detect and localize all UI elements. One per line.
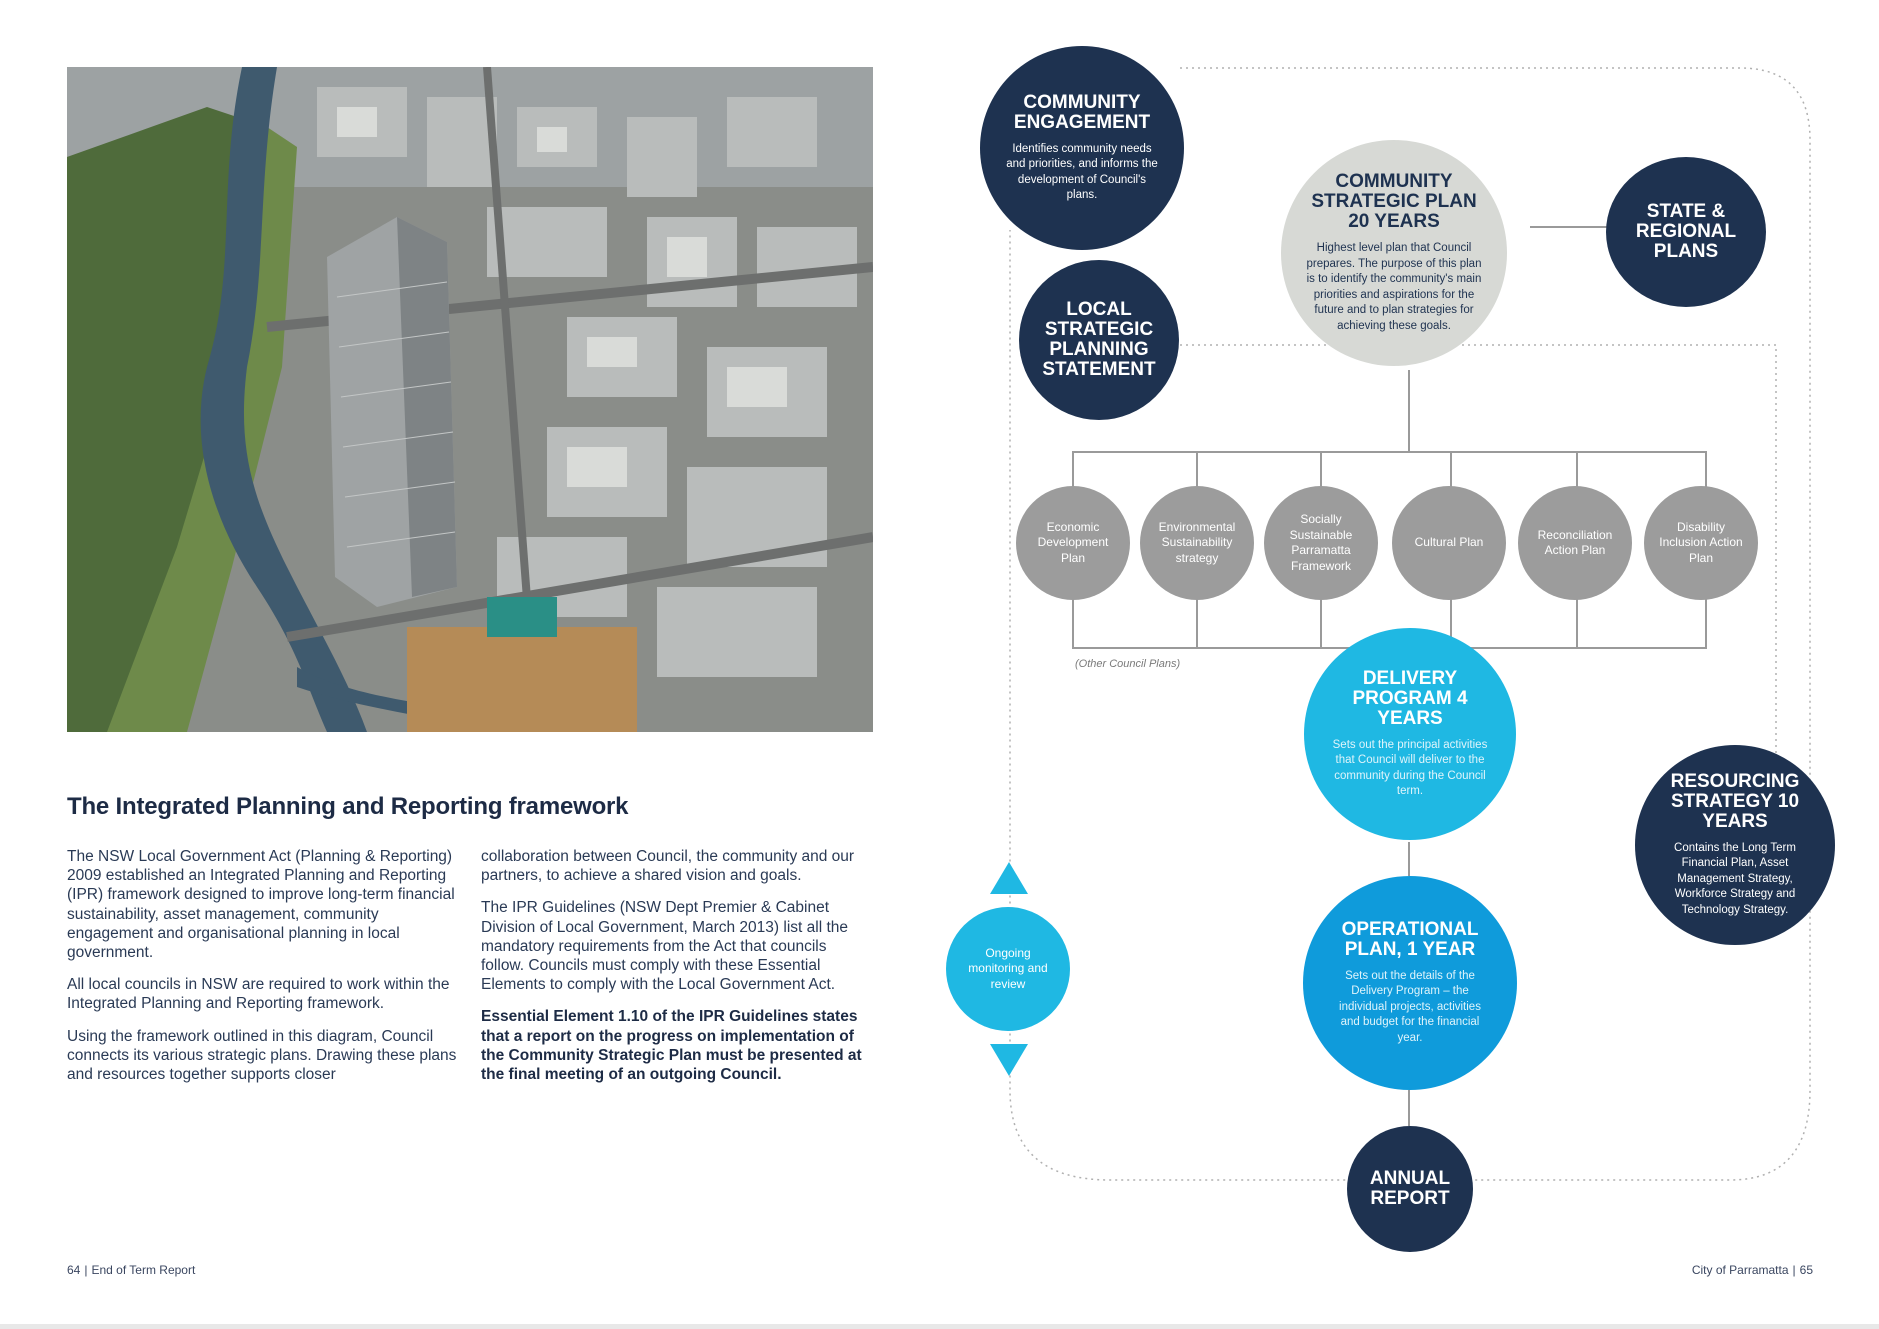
operational-plan-title: OPERATIONAL PLAN, 1 YEAR — [1341, 918, 1479, 960]
plan-label: Disability Inclusion Action Plan — [1659, 519, 1743, 565]
aerial-city-photo — [67, 67, 873, 732]
arrow-down-icon — [990, 1044, 1028, 1076]
article-heading: The Integrated Planning and Reporting fr… — [67, 793, 629, 820]
paragraph: collaboration between Council, the commu… — [481, 848, 855, 885]
operational-plan-desc: Sets out the details of the Delivery Pro… — [1339, 969, 1481, 1044]
other-council-plans-label: (Other Council Plans) — [1075, 658, 1181, 670]
delivery-program-circle: DELIVERY PROGRAM 4 YEARS Sets out the pr… — [1304, 628, 1516, 840]
report-title: End of Term Report — [91, 1263, 196, 1277]
local-strategic-planning-circle: LOCAL STRATEGIC PLANNING STATEMENT — [1019, 260, 1179, 420]
resourcing-strategy-circle: RESOURCING STRATEGY 10 YEARS Contains th… — [1635, 745, 1835, 945]
resourcing-strategy-title: RESOURCING STRATEGY 10 YEARS — [1670, 770, 1800, 832]
plan-label: Socially Sustainable Parramatta Framewor… — [1289, 512, 1353, 573]
delivery-program-desc: Sets out the principal activities that C… — [1332, 738, 1488, 798]
plan-socially-sustainable: Socially Sustainable Parramatta Framewor… — [1264, 486, 1378, 600]
local-strategic-planning-title: LOCAL STRATEGIC PLANNING STATEMENT — [1042, 299, 1156, 380]
paragraph: Using the framework outlined in this dia… — [67, 1027, 457, 1084]
aerial-city-illustration — [67, 67, 873, 732]
article-column-left: The NSW Local Government Act (Planning &… — [67, 847, 457, 1097]
page-number: 65 — [1799, 1263, 1813, 1277]
state-regional-plans-title: STATE & REGIONAL PLANS — [1635, 201, 1737, 262]
paragraph: All local councils in NSW are required t… — [67, 976, 450, 1013]
state-regional-plans-circle: STATE & REGIONAL PLANS — [1606, 157, 1766, 307]
community-engagement-desc: Identifies community needs and prioritie… — [1006, 142, 1158, 202]
footer-left: 64|End of Term Report — [67, 1263, 195, 1277]
article-column-right: collaboration between Council, the commu… — [481, 847, 871, 1097]
plan-label: Economic Development Plan — [1037, 519, 1109, 565]
bottom-band — [0, 1324, 1879, 1329]
monitoring-review-circle: Ongoing monitoring and review — [946, 907, 1070, 1031]
resourcing-strategy-desc: Contains the Long Term Financial Plan, A… — [1674, 841, 1796, 916]
plan-reconciliation-action: Reconciliation Action Plan — [1518, 486, 1632, 600]
plan-economic-development: Economic Development Plan — [1016, 486, 1130, 600]
community-engagement-circle: COMMUNITY ENGAGEMENT Identifies communit… — [980, 46, 1184, 250]
delivery-program-title: DELIVERY PROGRAM 4 YEARS — [1352, 667, 1468, 729]
plan-environmental-sustainability: Environmental Sustainability strategy — [1140, 486, 1254, 600]
community-strategic-plan-title: COMMUNITY STRATEGIC PLAN 20 YEARS — [1311, 171, 1477, 232]
operational-plan-circle: OPERATIONAL PLAN, 1 YEAR Sets out the de… — [1303, 876, 1517, 1090]
footer-right: City of Parramatta|65 — [1692, 1263, 1813, 1277]
arrow-up-icon — [990, 862, 1028, 894]
annual-report-title: ANNUAL REPORT — [1369, 1168, 1451, 1209]
monitoring-review-label: Ongoing monitoring and review — [968, 945, 1048, 991]
community-engagement-title: COMMUNITY ENGAGEMENT — [1013, 91, 1151, 133]
paragraph: The NSW Local Government Act (Planning &… — [67, 848, 455, 962]
footer-separator: | — [84, 1263, 88, 1277]
community-strategic-plan-desc: Highest level plan that Council prepares… — [1306, 242, 1482, 332]
paragraph: The IPR Guidelines (NSW Dept Premier & C… — [481, 899, 848, 994]
page-number: 64 — [67, 1263, 81, 1277]
plan-label: Reconciliation Action Plan — [1537, 527, 1613, 558]
organisation-name: City of Parramatta — [1691, 1263, 1789, 1277]
community-strategic-plan-circle: COMMUNITY STRATEGIC PLAN 20 YEARS Highes… — [1281, 140, 1507, 366]
annual-report-circle: ANNUAL REPORT — [1347, 1126, 1473, 1252]
plan-label: Environmental Sustainability strategy — [1158, 519, 1236, 565]
plan-label: Cultural Plan — [1414, 535, 1484, 550]
plan-disability-inclusion: Disability Inclusion Action Plan — [1644, 486, 1758, 600]
footer-separator: | — [1792, 1263, 1796, 1277]
plan-cultural: Cultural Plan — [1392, 486, 1506, 600]
essential-element-statement: Essential Element 1.10 of the IPR Guidel… — [481, 1008, 862, 1084]
